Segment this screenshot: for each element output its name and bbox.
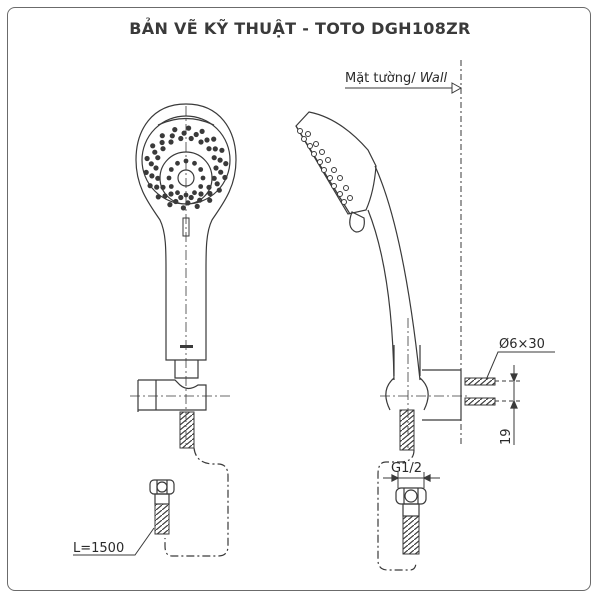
spacing-dimension-label: 19: [499, 428, 514, 445]
drawing-frame: [7, 7, 591, 591]
thread-size-label: G1/2: [391, 461, 422, 476]
side-view: [295, 60, 555, 571]
front-view: [73, 103, 237, 557]
page-title: BẢN VẼ KỸ THUẬT - TOTO DGH108ZR: [129, 19, 471, 38]
wall-label: Mặt tường/ Wall: [345, 71, 447, 86]
hose-length-label: L=1500: [73, 541, 124, 556]
spray-nozzles-front: [143, 125, 229, 211]
spray-nozzles-side: [297, 128, 353, 205]
anchor-size-label: Ø6×30: [499, 337, 545, 352]
